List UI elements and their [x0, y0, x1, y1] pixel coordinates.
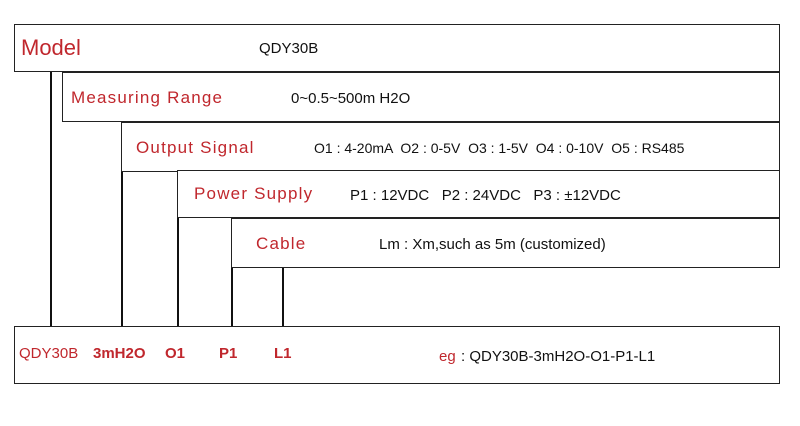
- code-power: P1: [219, 345, 238, 362]
- measuring-range-label: Measuring Range: [71, 88, 224, 107]
- measuring-range-row: Measuring Range 0~0.5~500m H2O: [62, 72, 780, 122]
- connector-range: [121, 120, 123, 328]
- output-signal-label: Output Signal: [136, 138, 255, 157]
- model-value: QDY30B: [259, 40, 319, 57]
- cable-label: Cable: [256, 234, 307, 253]
- cable-value: Lm : Xm,such as 5m (customized): [379, 236, 606, 253]
- power-supply-value: P1 : 12VDC P2 : 24VDC P3 : ±12VDC: [350, 187, 621, 204]
- output-signal-row: Output Signal O1 : 4-20mA O2 : 0-5V O3 :…: [121, 122, 780, 172]
- code-model: QDY30B: [19, 345, 79, 362]
- output-signal-value: O1 : 4-20mA O2 : 0-5V O3 : 1-5V O4 : 0-1…: [314, 140, 685, 156]
- connector-power: [231, 218, 233, 328]
- measuring-range-value: 0~0.5~500m H2O: [291, 90, 411, 107]
- eg-label: eg: [439, 348, 456, 365]
- connector-output: [177, 170, 179, 328]
- code-output: O1: [165, 345, 186, 362]
- eg-text: : QDY30B-3mH2O-O1-P1-L1: [461, 348, 656, 365]
- code-cable: L1: [274, 345, 292, 362]
- cable-row: Cable Lm : Xm,such as 5m (customized): [231, 218, 780, 268]
- power-supply-label: Power Supply: [194, 184, 314, 203]
- example-row: QDY30B 3mH2O O1 P1 L1 eg : QDY30B-3mH2O-…: [14, 326, 780, 384]
- connector-cable: [282, 266, 284, 328]
- power-supply-row: Power Supply P1 : 12VDC P2 : 24VDC P3 : …: [177, 170, 780, 218]
- model-row: Model QDY30B: [14, 24, 780, 72]
- code-range: 3mH2O: [93, 345, 146, 362]
- connector-model: [50, 60, 52, 328]
- model-label: Model: [21, 35, 81, 60]
